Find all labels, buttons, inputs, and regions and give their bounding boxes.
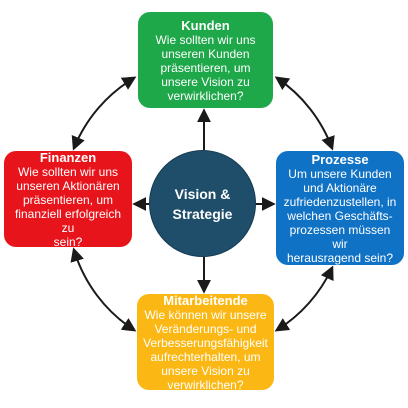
kunden-question-line: präsentieren, um: [160, 60, 251, 75]
kunden-question-line: unsere Vision zu: [161, 74, 250, 89]
kunden-question-line: unseren Kunden: [161, 46, 250, 61]
center-label-line: Strategie: [172, 205, 233, 222]
vision-strategie-circle: Vision & Strategie: [149, 150, 256, 257]
arc-mitarbeitende-finanzen: [70, 247, 137, 332]
finanzen-question-line: präsentieren, um: [22, 192, 114, 207]
mitarbeitende-box: Mitarbeitende Wie können wir unsere Verä…: [137, 292, 274, 392]
arc-prozesse-mitarbeitende: [274, 265, 334, 332]
center-label-line: Vision &: [174, 185, 231, 202]
mitarbeitende-title: Mitarbeitende: [163, 292, 248, 308]
mitarbeitende-question-line: verwirklichen?: [167, 377, 244, 392]
prozesse-question-line: welchen Geschäfts-: [287, 208, 393, 223]
prozesse-title: Prozesse: [311, 151, 369, 167]
mitarbeitende-question-line: Verbesserungsfähigkeit: [143, 335, 268, 350]
mitarbeitende-question-line: Veränderungs- und: [154, 321, 257, 336]
mitarbeitende-question-line: aufrechterhalten, um: [150, 349, 261, 364]
kunden-question-line: Wie sollten wir uns: [155, 32, 256, 47]
prozesse-question-line: und Aktionäre: [303, 180, 377, 195]
finanzen-question-line: sein?: [53, 234, 83, 249]
prozesse-question-line: herausragend sein?: [286, 250, 394, 265]
kunden-box: Kunden Wie sollten wir uns unseren Kunde…: [138, 12, 273, 108]
kunden-title: Kunden: [181, 17, 230, 33]
prozesse-question-line: zufriedenzustellen, in: [283, 194, 397, 209]
finanzen-question-line: finanziell erfolgreich zu: [14, 206, 122, 235]
finanzen-box: Finanzen Wie sollten wir uns unseren Akt…: [4, 149, 132, 249]
finanzen-question-line: Wie sollten wir uns: [17, 164, 119, 179]
prozesse-question-line: prozessen müssen wir: [289, 222, 391, 251]
kunden-question-line: verwirklichen?: [167, 88, 244, 103]
finanzen-question-line: unseren Aktionären: [16, 178, 120, 193]
mitarbeitende-question-line: Wie können wir unsere: [144, 307, 267, 322]
mitarbeitende-question-line: unsere Vision zu: [161, 363, 250, 378]
prozesse-box: Prozesse Um unsere Kunden und Aktionäre …: [276, 151, 404, 265]
finanzen-title: Finanzen: [39, 149, 97, 165]
prozesse-question-line: Um unsere Kunden: [288, 166, 392, 181]
arc-kunden-prozesse: [274, 76, 335, 151]
arc-finanzen-kunden: [71, 76, 137, 151]
